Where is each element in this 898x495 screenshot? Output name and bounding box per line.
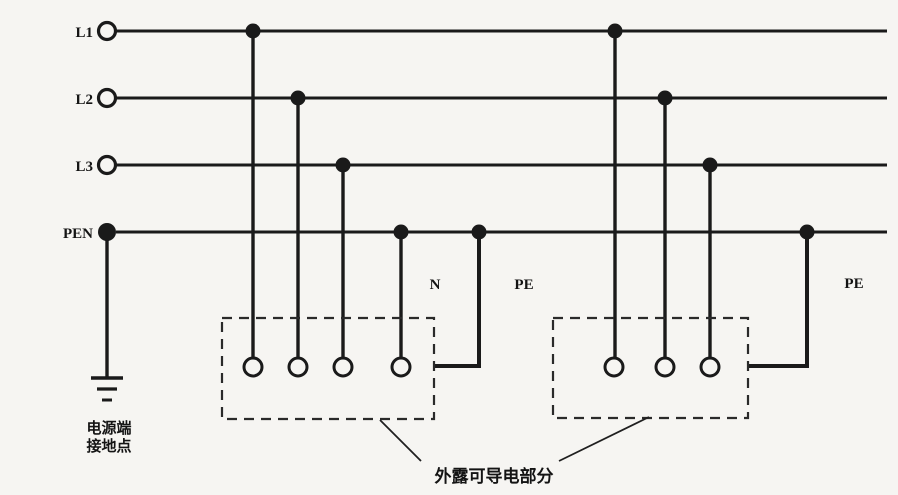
group2-pe-conductor-line	[748, 232, 809, 368]
source-earthing-caption-line2: 接地点	[86, 437, 131, 455]
load-group-2: PE	[551, 23, 864, 462]
load-group-1: N PE	[220, 23, 534, 462]
group2-l3-load-terminal-icon	[699, 356, 721, 378]
bus-l3-label: L3	[75, 159, 93, 175]
exposed-conductive-parts-label: 外露可导电部分	[435, 466, 554, 486]
bus-l3: L3	[75, 154, 887, 176]
group1-l1-junction-dot	[245, 23, 261, 39]
bus-l1: L1	[75, 20, 887, 42]
group2-l1-load-terminal-icon	[603, 356, 625, 378]
ground-symbol-icon	[91, 376, 123, 402]
pe-left-conductor-label: PE	[514, 277, 533, 293]
group2-l2-junction-dot	[657, 90, 673, 106]
bus-l2: L2	[75, 87, 887, 109]
bus-pen: PEN	[63, 223, 887, 242]
group1-neutral-junction-dot	[393, 224, 409, 240]
bus-pen-label: PEN	[63, 226, 93, 242]
group2-l1-junction-dot	[607, 23, 623, 39]
group2-annotation-leader-line	[558, 416, 650, 462]
pe-right-conductor-label: PE	[844, 276, 863, 292]
source-earthing: 电源端 接地点	[86, 240, 132, 455]
group1-l2-load-terminal-icon	[287, 356, 309, 378]
group1-l3-load-terminal-icon	[332, 356, 354, 378]
group1-neutral-load-terminal-icon	[390, 356, 412, 378]
neutral-conductor-label: N	[430, 277, 441, 293]
bus-l1-label: L1	[75, 25, 93, 41]
bus-pen-source-terminal-icon	[98, 223, 116, 241]
group1-l2-junction-dot	[290, 90, 306, 106]
source-earthing-caption-line1: 电源端	[86, 419, 131, 437]
group2-l3-junction-dot	[702, 157, 718, 173]
bus-l3-source-terminal-icon	[96, 154, 118, 176]
group1-pe-conductor-line	[434, 232, 481, 368]
bus-l1-source-terminal-icon	[96, 20, 118, 42]
bus-l2-label: L2	[75, 92, 93, 108]
bus-l2-source-terminal-icon	[96, 87, 118, 109]
group1-l1-load-terminal-icon	[242, 356, 264, 378]
group2-l2-load-terminal-icon	[654, 356, 676, 378]
group2-pe-junction-dot	[799, 224, 815, 240]
equipment-enclosure-box-1	[220, 316, 436, 421]
group1-annotation-leader-line	[379, 419, 422, 462]
equipment-enclosure-box-2	[551, 316, 750, 420]
group1-l3-junction-dot	[335, 157, 351, 173]
group1-pe-junction-dot	[471, 224, 487, 240]
